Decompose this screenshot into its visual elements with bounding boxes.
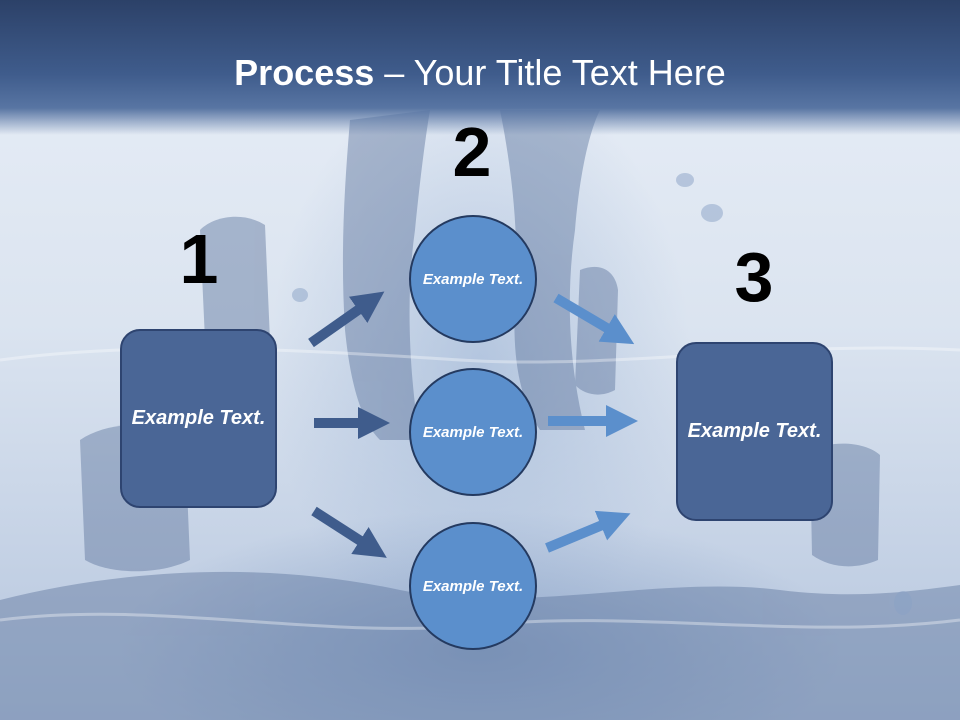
title-bar xyxy=(0,0,960,135)
step-2-circle-middle: Example Text. xyxy=(409,368,537,496)
title-rest: – Your Title Text Here xyxy=(374,52,726,93)
step-1-box: Example Text. xyxy=(120,329,277,508)
arrow-1-to-top xyxy=(308,291,385,348)
arrow-1-to-bottom xyxy=(311,506,387,558)
arrow-bottom-to-3 xyxy=(545,510,631,553)
step-3-box: Example Text. xyxy=(676,342,833,521)
arrow-top-to-3 xyxy=(553,293,635,345)
step-2-text-middle: Example Text. xyxy=(422,423,524,441)
step-1-number: 1 xyxy=(179,220,219,298)
step-1-text: Example Text. xyxy=(131,407,266,429)
slide-title: Process – Your Title Text Here xyxy=(0,52,960,94)
step-2-text-bottom: Example Text. xyxy=(422,577,524,595)
step-2-circle-top: Example Text. xyxy=(409,215,537,343)
step-3-text: Example Text. xyxy=(687,420,822,442)
title-emphasis: Process xyxy=(234,52,375,93)
step-2-text-top: Example Text. xyxy=(422,270,524,288)
step-2-number: 2 xyxy=(452,113,492,191)
step-2-circle-bottom: Example Text. xyxy=(409,522,537,650)
step-3-number: 3 xyxy=(734,238,774,316)
